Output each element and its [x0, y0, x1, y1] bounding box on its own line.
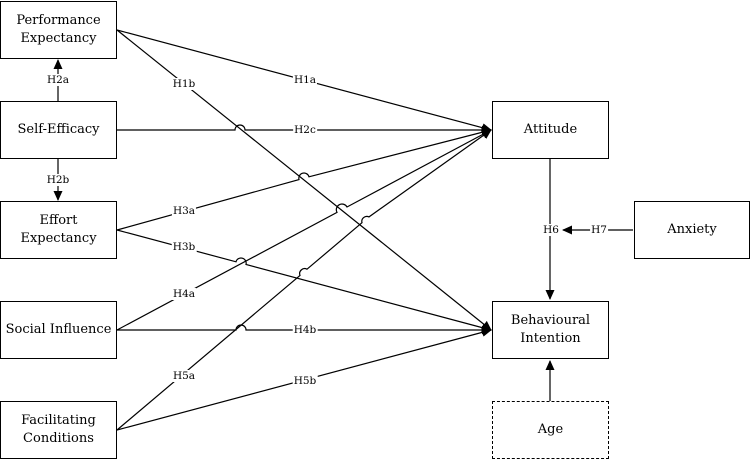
path-h2c	[117, 124, 492, 135]
construct-effort-expectancy: Effort Expectancy	[0, 201, 117, 259]
path-h4a	[116, 129, 492, 331]
path-h3b	[116, 229, 492, 333]
hypothesis-label-h3a: H3a	[171, 205, 197, 217]
hypothesis-label-h3b: H3b	[171, 241, 197, 253]
hypothesis-label-h1b: H1b	[171, 78, 197, 90]
construct-self-efficacy: Self-Efficacy	[0, 101, 117, 159]
construct-label: Anxiety	[667, 222, 717, 237]
hypothesis-label-h1a: H1a	[292, 74, 318, 86]
hypothesis-label-h4a: H4a	[171, 288, 197, 300]
construct-facilitating-conditions: Facilitating Conditions	[0, 401, 117, 459]
hypothesis-label-h6: H6	[542, 224, 560, 236]
hypothesis-label-h2a: H2a	[45, 74, 71, 86]
construct-label: Age	[537, 422, 564, 437]
construct-performance-expectancy: Performance Expectancy	[0, 1, 117, 59]
path-h3a	[116, 127, 492, 231]
construct-social-influence: Social Influence	[0, 301, 117, 359]
construct-label: Attitude	[523, 122, 578, 137]
construct-label: Facilitating Conditions	[21, 413, 96, 446]
hypothesis-label-h2b: H2b	[45, 174, 71, 186]
hypothesis-label-h2c: H2c	[293, 124, 317, 136]
construct-label: Behavioural Intention	[510, 313, 591, 346]
hypothesis-label-h5b: H5b	[292, 375, 318, 387]
construct-attitude: Attitude	[492, 101, 609, 159]
construct-age: Age	[492, 401, 609, 459]
path-h5a	[116, 129, 492, 431]
construct-behavioural-intention: Behavioural Intention	[492, 301, 609, 359]
hypothesis-label-h4b: H4b	[292, 324, 318, 336]
construct-label: Effort Expectancy	[20, 213, 97, 246]
construct-label: Self-Efficacy	[17, 122, 100, 137]
construct-label: Social Influence	[5, 322, 112, 337]
hypothesis-label-h5a: H5a	[171, 370, 197, 382]
hypothesis-label-h7: H7	[590, 224, 608, 236]
construct-label: Performance Expectancy	[16, 13, 101, 46]
construct-anxiety: Anxiety	[634, 201, 750, 259]
